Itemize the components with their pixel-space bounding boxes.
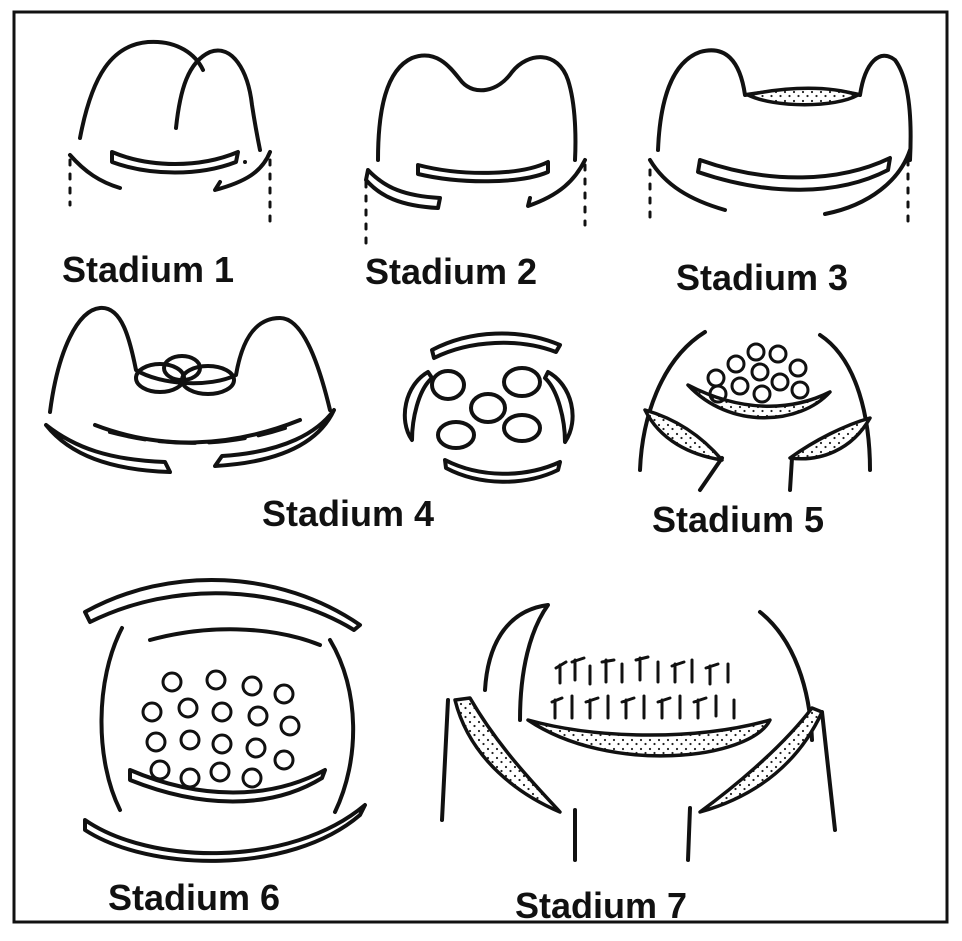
stage-6-cells [143, 671, 299, 787]
stage-7-drawing [442, 605, 835, 860]
stage-3-label: Stadium 3 [676, 257, 848, 298]
stage-7-label: Stadium 7 [515, 885, 687, 926]
stage-3-drawing [650, 50, 911, 225]
figure-frame [14, 12, 947, 922]
stage-7-spermatozoa [552, 657, 734, 718]
stage-5-label: Stadium 5 [652, 499, 824, 540]
stage-1-drawing [70, 42, 270, 225]
stage-4-side-drawing [46, 308, 334, 472]
stage-2-drawing [366, 55, 585, 245]
stage-1-label: Stadium 1 [62, 249, 234, 290]
stage-4-top-drawing [405, 334, 573, 482]
stage-2-label: Stadium 2 [365, 251, 537, 292]
stage-5-drawing [640, 332, 870, 490]
stage-6-drawing [85, 580, 365, 861]
stage-4-label: Stadium 4 [262, 493, 434, 534]
stage-6-label: Stadium 6 [108, 877, 280, 918]
